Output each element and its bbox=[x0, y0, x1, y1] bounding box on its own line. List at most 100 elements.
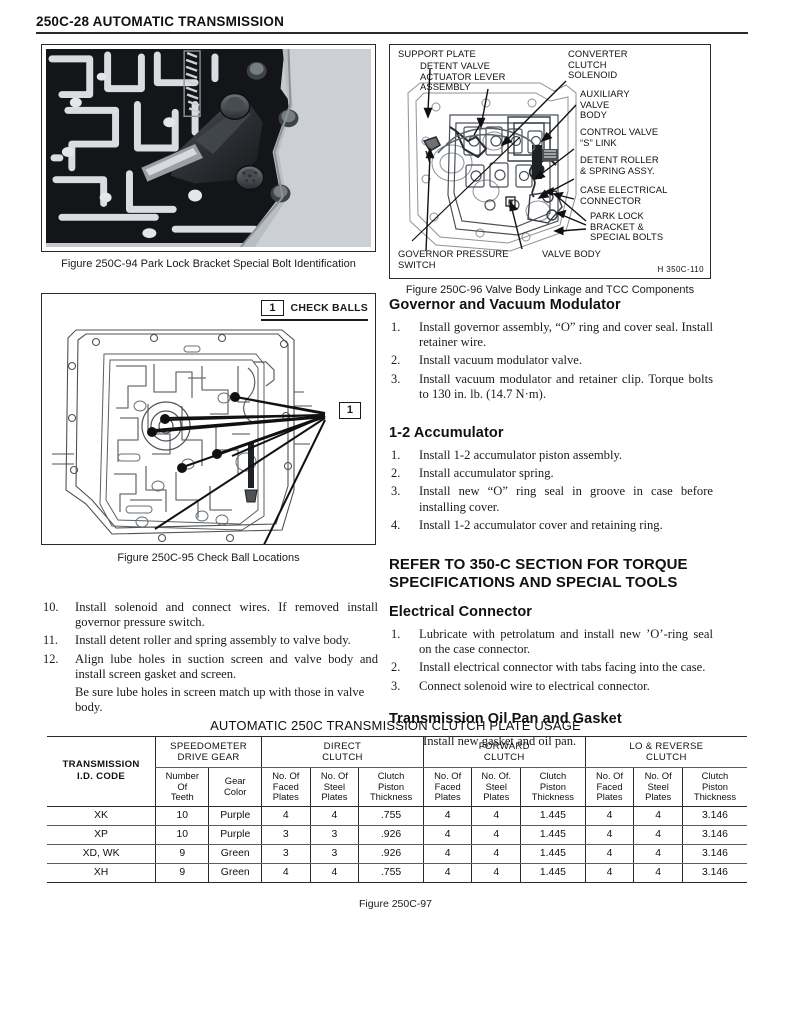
step-number: 2. bbox=[391, 660, 401, 675]
step-text: Install vacuum modulator valve. bbox=[419, 353, 582, 368]
cell: 3.146 bbox=[681, 806, 747, 826]
cell: 4 bbox=[633, 863, 683, 883]
cell: 3.146 bbox=[681, 825, 747, 845]
figure-250c-95: 1 CHECK BALLS 1 bbox=[41, 293, 376, 545]
cell: 10 bbox=[155, 825, 209, 845]
cell: 4 bbox=[471, 844, 521, 864]
check-balls-key-number: 1 bbox=[261, 300, 284, 316]
cell: 4 bbox=[584, 863, 634, 883]
label-valve-body: VALVE BODY bbox=[542, 248, 602, 259]
table-row: XK 10 Purple 4 4 .755 4 4 1.445 4 4 3.14… bbox=[47, 806, 747, 826]
governor-step-list: 1. Install governor assembly, “O” ring a… bbox=[389, 320, 713, 402]
list-item: 3. Install new “O” ring seal in groove i… bbox=[389, 484, 713, 514]
step-number: 3. bbox=[391, 371, 401, 386]
heading-electrical-connector: Electrical Connector bbox=[389, 604, 533, 621]
cell: 1.445 bbox=[520, 825, 586, 845]
step-number: 3. bbox=[391, 678, 401, 693]
cell: .926 bbox=[358, 844, 424, 864]
section-spacer bbox=[389, 536, 713, 556]
step-text: Align lube holes in suction screen and v… bbox=[75, 651, 378, 681]
label-control-valve-s-link: CONTROL VALVE“S” LINK bbox=[580, 126, 659, 148]
step-text: Install governor assembly, “O” ring and … bbox=[419, 320, 713, 350]
figure-code: H 350C-110 bbox=[657, 265, 704, 274]
list-item: 12. Align lube holes in suction screen a… bbox=[41, 652, 378, 682]
step-number: 3. bbox=[391, 484, 401, 499]
list-item: 3. Connect solenoid wire to electrical c… bbox=[389, 679, 713, 694]
cell: 4 bbox=[422, 863, 472, 883]
cell: 4 bbox=[584, 844, 634, 864]
cell: Purple bbox=[208, 825, 262, 845]
table-row: XP 10 Purple 3 3 .926 4 4 1.445 4 4 3.14… bbox=[47, 825, 747, 845]
list-item: 1. Install governor assembly, “O” ring a… bbox=[389, 320, 713, 350]
check-balls-key: 1 CHECK BALLS bbox=[261, 300, 368, 321]
cell: Green bbox=[208, 844, 262, 864]
step-number: 11. bbox=[43, 633, 59, 648]
section-spacer bbox=[389, 697, 713, 711]
cell: 10 bbox=[155, 806, 209, 826]
list-item: 1. Install 1-2 accumulator piston assemb… bbox=[389, 448, 713, 463]
left-text-column: 10. Install solenoid and connect wires. … bbox=[41, 600, 378, 715]
step-text: Install 1-2 accumulator piston assembly. bbox=[419, 448, 623, 463]
step-text: Install accumulator spring. bbox=[419, 466, 554, 481]
cell: 9 bbox=[155, 844, 209, 864]
cell: Green bbox=[208, 863, 262, 883]
step-text: Install vacuum modulator and retainer cl… bbox=[419, 371, 713, 401]
cell: 4 bbox=[633, 844, 683, 864]
heading-1-2-accumulator: 1-2 Accumulator bbox=[389, 425, 504, 442]
cell: 4 bbox=[422, 844, 472, 864]
cell: 4 bbox=[584, 806, 634, 826]
figure-250c-97-caption: Figure 250C-97 bbox=[359, 898, 432, 910]
step-text: Connect solenoid wire to electrical conn… bbox=[419, 678, 650, 693]
cell: 4 bbox=[471, 806, 521, 826]
page-title: 250C-28 AUTOMATIC TRANSMISSION bbox=[36, 14, 285, 29]
cell: 1.445 bbox=[520, 806, 586, 826]
label-support-plate: SUPPORT PLATE bbox=[398, 48, 476, 59]
cell: 1.445 bbox=[520, 863, 586, 883]
step-text: Install 1-2 accumulator cover and retain… bbox=[419, 517, 663, 532]
cell: .755 bbox=[358, 863, 424, 883]
step-number: 2. bbox=[391, 353, 401, 368]
electrical-connector-step-list: 1. Lubricate with petrolatum and install… bbox=[389, 627, 713, 694]
cell: 4 bbox=[633, 806, 683, 826]
step-number: 1. bbox=[391, 448, 401, 463]
heading-refer-to-350c-section: REFER TO 350-C SECTION FOR TORQUE SPECIF… bbox=[389, 556, 688, 592]
step-number: 4. bbox=[391, 517, 401, 532]
cell-id-code: XK bbox=[47, 806, 156, 826]
cell: .755 bbox=[358, 806, 424, 826]
right-text-column: Governor and Vacuum Modulator 1. Install… bbox=[389, 297, 713, 749]
check-balls-callout: 1 bbox=[338, 402, 361, 419]
cell: 4 bbox=[471, 863, 521, 883]
left-column-note: Be sure lube holes in screen match up wi… bbox=[75, 685, 365, 715]
check-balls-key-label: CHECK BALLS bbox=[290, 302, 368, 314]
cell-id-code: XD, WK bbox=[47, 844, 156, 864]
cell-id-code: XP bbox=[47, 825, 156, 845]
list-item: 4. Install 1-2 accumulator cover and ret… bbox=[389, 518, 713, 533]
cell: 3.146 bbox=[681, 844, 747, 864]
list-item: 2. Install electrical connector with tab… bbox=[389, 660, 713, 675]
step-text: Install detent roller and spring assembl… bbox=[75, 633, 351, 648]
